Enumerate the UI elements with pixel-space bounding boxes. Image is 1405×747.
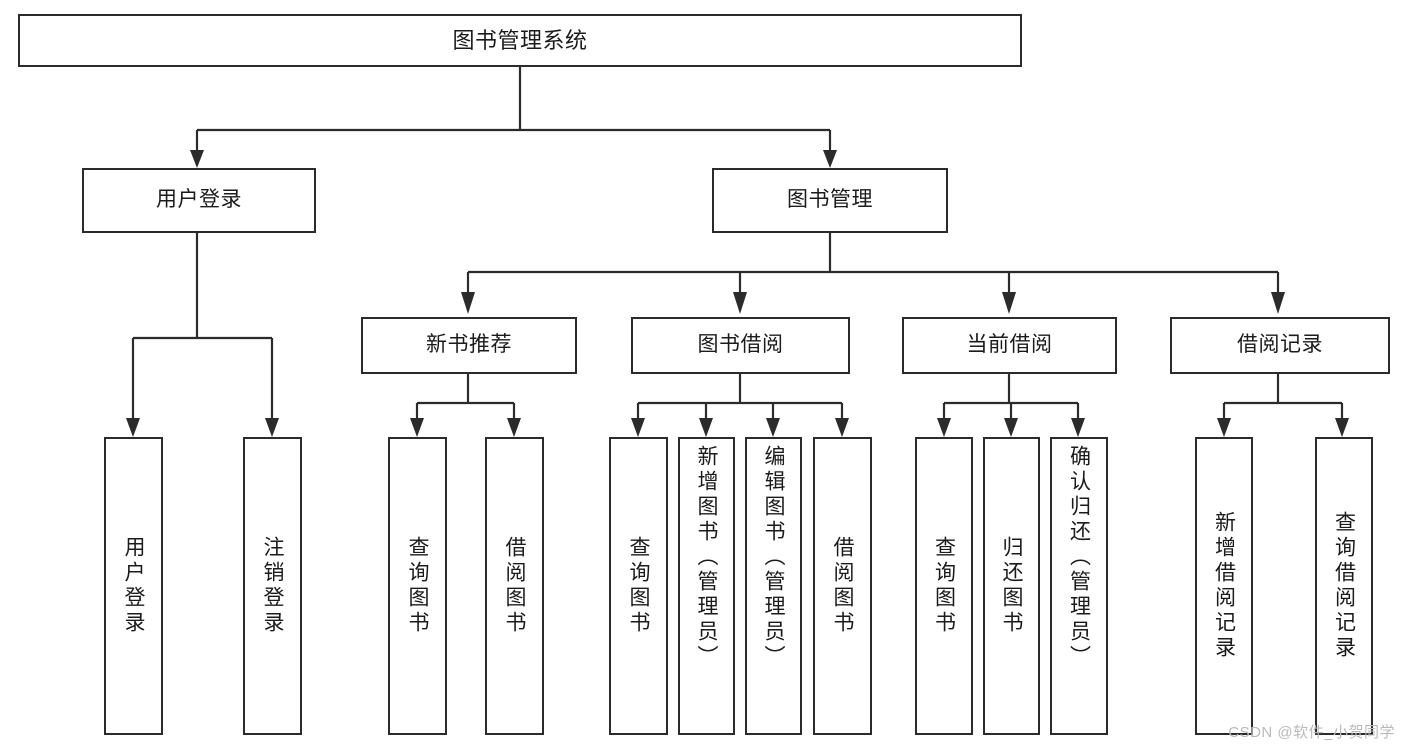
watermark: CSDN @软件_小贺同学: [1228, 724, 1395, 741]
node-leaf-edit-book[interactable]: 编辑图书（管理员）: [745, 437, 802, 735]
node-user-login[interactable]: 用户登录: [82, 168, 316, 233]
node-leaf-borrow-book-2[interactable]: 借阅图书: [813, 437, 872, 735]
node-leaf-borrow-book-1-label: 借阅图书: [503, 536, 526, 636]
node-leaf-confirm-return[interactable]: 确认归还（管理员）: [1050, 437, 1108, 735]
node-current-borrow-label: 当前借阅: [966, 333, 1053, 357]
node-leaf-user-login-label: 用户登录: [122, 536, 145, 636]
node-book-borrow-label: 图书借阅: [697, 333, 784, 357]
node-leaf-add-record[interactable]: 新增借阅记录: [1195, 437, 1253, 735]
node-leaf-query-record-label: 查询借阅记录: [1332, 511, 1356, 661]
node-leaf-query-book-2-label: 查询图书: [627, 536, 650, 636]
node-leaf-logout-login[interactable]: 注销登录: [243, 437, 302, 735]
node-leaf-add-book[interactable]: 新增图书（管理员）: [678, 437, 735, 735]
node-leaf-logout-login-label: 注销登录: [261, 536, 284, 636]
node-leaf-add-book-label: 新增图书（管理员）: [695, 445, 718, 670]
node-book-manage[interactable]: 图书管理: [712, 168, 948, 233]
node-leaf-query-book-1-label: 查询图书: [406, 536, 429, 636]
node-leaf-borrow-book-2-label: 借阅图书: [831, 536, 854, 636]
node-borrow-record-label: 借阅记录: [1237, 333, 1323, 357]
node-new-book-recommend[interactable]: 新书推荐: [361, 317, 577, 374]
node-user-login-label: 用户登录: [156, 188, 242, 212]
node-leaf-query-book-1[interactable]: 查询图书: [388, 437, 447, 735]
node-borrow-record[interactable]: 借阅记录: [1170, 317, 1390, 374]
node-book-borrow[interactable]: 图书借阅: [631, 317, 850, 374]
node-current-borrow[interactable]: 当前借阅: [902, 317, 1117, 374]
node-leaf-return-book-label: 归还图书: [1000, 536, 1023, 636]
node-leaf-add-record-label: 新增借阅记录: [1212, 511, 1236, 661]
node-root-label: 图书管理系统: [452, 27, 588, 53]
node-leaf-confirm-return-label: 确认归还（管理员）: [1067, 445, 1091, 670]
node-leaf-query-book-2[interactable]: 查询图书: [609, 437, 668, 735]
node-leaf-query-book-3-label: 查询图书: [932, 536, 956, 636]
node-book-manage-label: 图书管理: [787, 188, 873, 212]
node-leaf-query-book-3[interactable]: 查询图书: [915, 437, 973, 735]
node-new-book-recommend-label: 新书推荐: [426, 333, 512, 357]
node-leaf-query-record[interactable]: 查询借阅记录: [1315, 437, 1373, 735]
node-leaf-user-login[interactable]: 用户登录: [104, 437, 163, 735]
node-root[interactable]: 图书管理系统: [18, 14, 1022, 67]
node-leaf-edit-book-label: 编辑图书（管理员）: [762, 445, 785, 670]
node-leaf-return-book[interactable]: 归还图书: [983, 437, 1040, 735]
node-leaf-borrow-book-1[interactable]: 借阅图书: [485, 437, 544, 735]
